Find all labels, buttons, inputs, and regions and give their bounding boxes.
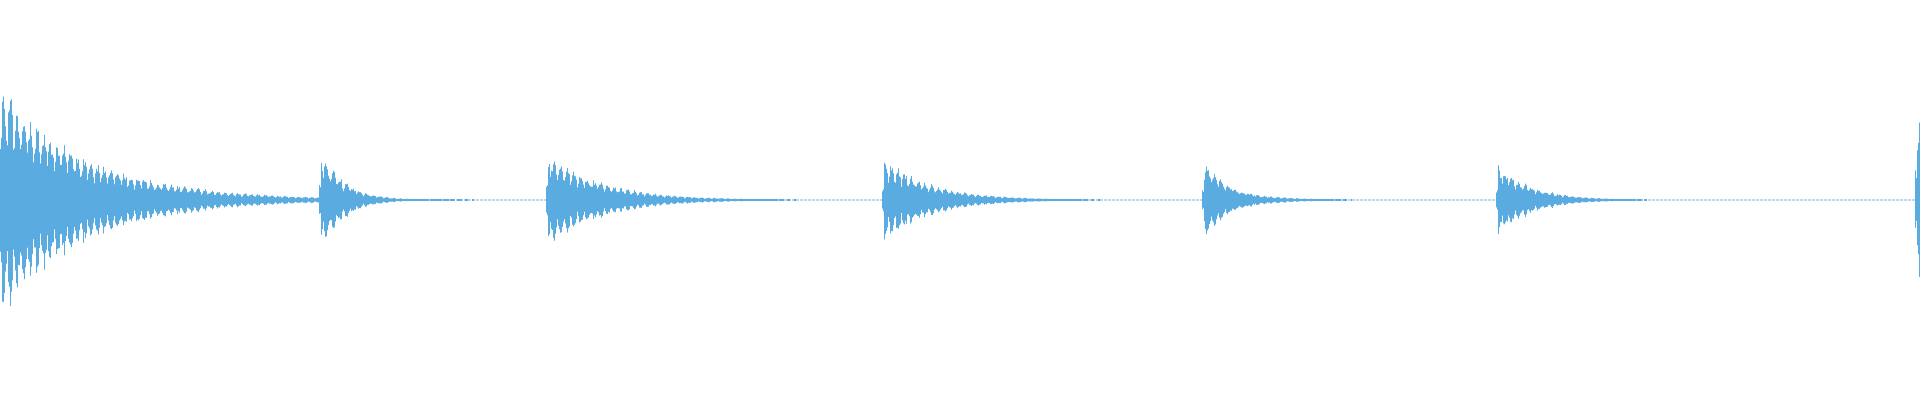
waveform-bars xyxy=(0,96,1920,306)
waveform-signal xyxy=(0,96,1920,306)
